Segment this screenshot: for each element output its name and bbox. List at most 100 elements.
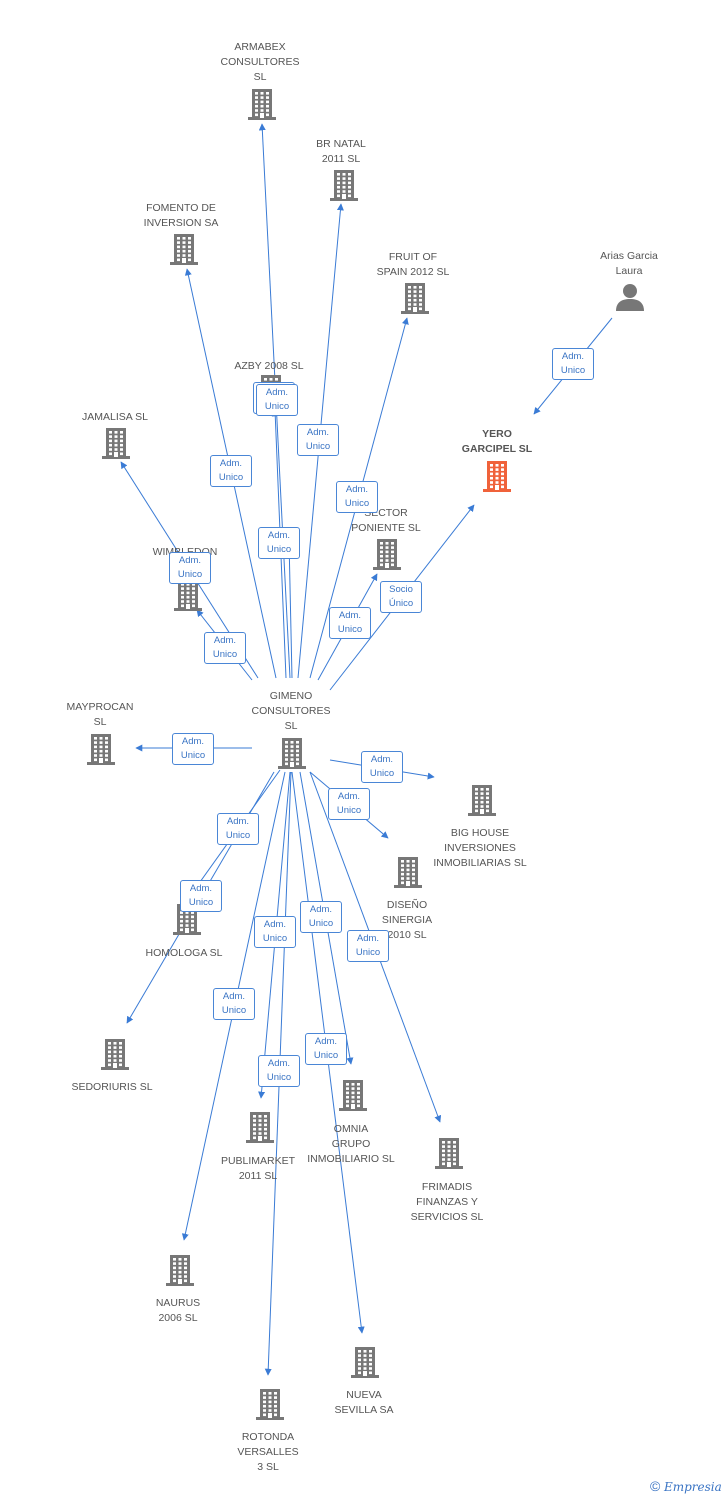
building-icon	[170, 234, 198, 265]
relation-label[interactable]: Adm. Unico	[256, 384, 298, 416]
node-icon-fruit[interactable]	[400, 278, 430, 315]
node-icon-wimbledon[interactable]	[173, 575, 203, 612]
node-icon-brnatal[interactable]	[329, 165, 359, 202]
node-label: YERO GARCIPEL SL	[461, 428, 533, 455]
node-icon-rotonda[interactable]	[255, 1384, 285, 1421]
relation-label[interactable]: Adm. Unico	[213, 988, 255, 1020]
node-label: FRIMADIS FINANZAS Y SERVICIOS SL	[410, 1181, 484, 1223]
node-label: Arias Garcia Laura	[600, 250, 658, 277]
node-label: FOMENTO DE INVERSION SA	[143, 202, 219, 229]
node-icon-publimarket[interactable]	[245, 1107, 275, 1144]
relation-label[interactable]: Adm. Unico	[210, 455, 252, 487]
node-azby[interactable]: AZBY 2008 SL	[204, 359, 334, 374]
node-gimeno[interactable]: GIMENO CONSULTORES SL	[226, 689, 356, 734]
node-nuevasevilla[interactable]: NUEVA SEVILLA SA	[299, 1388, 429, 1418]
node-label: AZBY 2008 SL	[234, 360, 304, 372]
node-icon-naurus[interactable]	[165, 1250, 195, 1287]
node-label: OMNIA GRUPO INMOBILIARIO SL	[307, 1123, 395, 1165]
relation-label[interactable]: Adm. Unico	[552, 348, 594, 380]
node-arias[interactable]: Arias Garcia Laura	[564, 249, 694, 279]
building-icon	[256, 1389, 284, 1420]
node-label: BIG HOUSE INVERSIONES INMOBILIARIAS SL	[433, 827, 527, 869]
node-bighouse[interactable]: BIG HOUSE INVERSIONES INMOBILIARIAS SL	[415, 826, 545, 871]
node-yero[interactable]: YERO GARCIPEL SL	[432, 427, 562, 457]
relation-label[interactable]: Adm. Unico	[217, 813, 259, 845]
node-rotonda[interactable]: ROTONDA VERSALLES 3 SL	[203, 1430, 333, 1475]
node-label: ARMABEX CONSULTORES SL	[220, 41, 300, 83]
node-naurus[interactable]: NAURUS 2006 SL	[113, 1296, 243, 1326]
relation-label[interactable]: Adm. Unico	[180, 880, 222, 912]
relation-label[interactable]: Adm. Unico	[305, 1033, 347, 1065]
node-label: MAYPROCAN SL	[66, 701, 134, 728]
node-poniente[interactable]: SECTOR PONIENTE SL	[321, 506, 451, 536]
relation-label[interactable]: Adm. Unico	[258, 527, 300, 559]
relation-label[interactable]: Adm. Unico	[254, 916, 296, 948]
building-icon	[373, 539, 401, 570]
relation-label[interactable]: Adm. Unico	[361, 751, 403, 783]
building-icon	[401, 283, 429, 314]
node-brnatal[interactable]: BR NATAL 2011 SL	[276, 137, 406, 167]
building-icon	[483, 461, 511, 492]
building-icon	[246, 1112, 274, 1143]
building-icon	[248, 89, 276, 120]
relation-label[interactable]: Adm. Unico	[258, 1055, 300, 1087]
node-icon-gimeno[interactable]	[277, 733, 307, 770]
relation-label[interactable]: Adm. Unico	[169, 552, 211, 584]
node-homologa[interactable]: HOMOLOGA SL	[119, 946, 249, 961]
node-icon-omnia[interactable]	[338, 1075, 368, 1112]
node-icon-jamalisa[interactable]	[101, 423, 131, 460]
building-icon	[101, 1039, 129, 1070]
node-label: GIMENO CONSULTORES SL	[251, 690, 331, 732]
node-label: NAURUS 2006 SL	[155, 1297, 201, 1324]
node-fomento[interactable]: FOMENTO DE INVERSION SA	[116, 201, 246, 231]
brand-logo: Empresia	[663, 1480, 722, 1494]
relation-label[interactable]: Adm. Unico	[172, 733, 214, 765]
node-icon-disenio[interactable]	[393, 852, 423, 889]
person-icon	[616, 284, 644, 311]
node-icon-mayprocan[interactable]	[86, 729, 116, 766]
footer-brand[interactable]: © Empresia	[650, 1478, 722, 1494]
relation-label[interactable]: Adm. Unico	[300, 901, 342, 933]
node-icon-yero[interactable]	[482, 456, 512, 493]
copyright-symbol: ©	[650, 1478, 661, 1494]
node-label: FRUIT OF SPAIN 2012 SL	[376, 251, 450, 278]
node-label: SECTOR PONIENTE SL	[351, 507, 421, 534]
relation-label[interactable]: Adm. Unico	[204, 632, 246, 664]
node-armabex[interactable]: ARMABEX CONSULTORES SL	[195, 40, 325, 85]
building-icon	[394, 857, 422, 888]
node-icon-fomento[interactable]	[169, 229, 199, 266]
relation-label[interactable]: Adm. Unico	[347, 930, 389, 962]
node-icon-bighouse[interactable]	[467, 780, 497, 817]
node-sedoriuris[interactable]: SEDORIURIS SL	[47, 1080, 177, 1095]
building-icon	[339, 1080, 367, 1111]
node-icon-poniente[interactable]	[372, 534, 402, 571]
relation-label[interactable]: Adm. Unico	[329, 607, 371, 639]
node-label: JAMALISA SL	[82, 411, 148, 423]
relation-label[interactable]: Adm. Unico	[328, 788, 370, 820]
node-frimadis[interactable]: FRIMADIS FINANZAS Y SERVICIOS SL	[382, 1180, 512, 1225]
node-jamalisa[interactable]: JAMALISA SL	[50, 410, 180, 425]
relation-label[interactable]: Adm. Unico	[297, 424, 339, 456]
building-icon	[435, 1138, 463, 1169]
node-mayprocan[interactable]: MAYPROCAN SL	[35, 700, 165, 730]
node-label: PUBLIMARKET 2011 SL	[220, 1155, 296, 1182]
node-icon-sedoriuris[interactable]	[100, 1034, 130, 1071]
node-fruit[interactable]: FRUIT OF SPAIN 2012 SL	[348, 250, 478, 280]
building-icon	[174, 580, 202, 611]
node-label: BR NATAL 2011 SL	[316, 138, 366, 165]
building-icon	[87, 734, 115, 765]
node-label: SEDORIURIS SL	[71, 1081, 153, 1093]
node-publimarket[interactable]: PUBLIMARKET 2011 SL	[193, 1154, 323, 1184]
node-icon-armabex[interactable]	[247, 84, 277, 121]
node-label: ROTONDA VERSALLES 3 SL	[237, 1431, 299, 1473]
node-omnia[interactable]: OMNIA GRUPO INMOBILIARIO SL	[286, 1122, 416, 1167]
building-icon	[278, 738, 306, 769]
node-icon-nuevasevilla[interactable]	[350, 1342, 380, 1379]
node-icon-frimadis[interactable]	[434, 1133, 464, 1170]
edge-gimeno-azby	[285, 539, 293, 679]
node-icon-arias[interactable]	[615, 279, 645, 312]
node-disenio[interactable]: DISEÑO SINERGIA 2010 SL	[342, 898, 472, 943]
relation-label[interactable]: Adm. Unico	[336, 481, 378, 513]
relation-label[interactable]: Socio Único	[380, 581, 422, 613]
